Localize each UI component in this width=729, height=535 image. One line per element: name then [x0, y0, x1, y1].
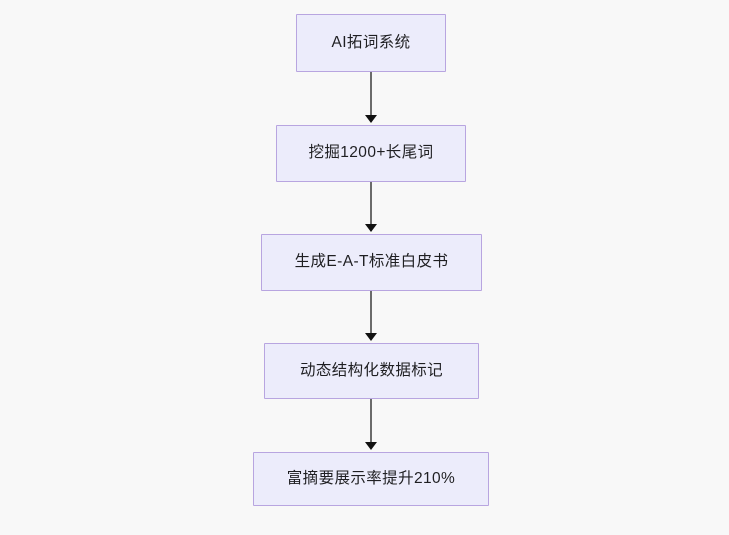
flow-edge-3-line [370, 291, 372, 335]
flow-node-label: 挖掘1200+长尾词 [308, 144, 434, 162]
flow-node-rich-snippet-result[interactable]: 富摘要展示率提升210% [253, 452, 489, 506]
flow-node-label: 动态结构化数据标记 [299, 361, 444, 379]
flow-edge-1-line [370, 72, 372, 117]
flow-node-structured-data-markup[interactable]: 动态结构化数据标记 [264, 343, 479, 399]
flow-edge-3-arrowhead-icon [365, 333, 377, 341]
flow-node-label: AI拓词系统 [331, 33, 411, 51]
flow-edge-1-arrowhead-icon [365, 115, 377, 123]
flow-edge-4-arrowhead-icon [365, 442, 377, 450]
flow-node-label: 富摘要展示率提升210% [286, 469, 456, 487]
flow-edge-4-line [370, 399, 372, 444]
flow-edge-2-line [370, 182, 372, 226]
flow-node-label: 生成E-A-T标准白皮书 [294, 253, 449, 271]
flow-edge-2-arrowhead-icon [365, 224, 377, 232]
flow-node-eat-whitepaper[interactable]: 生成E-A-T标准白皮书 [261, 234, 482, 291]
flow-node-longtail-keywords[interactable]: 挖掘1200+长尾词 [276, 125, 466, 182]
flow-node-ai-keyword-system[interactable]: AI拓词系统 [296, 14, 446, 72]
